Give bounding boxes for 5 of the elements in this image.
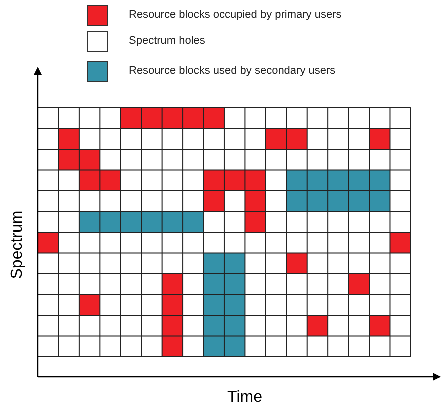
axis-label: Spectrum xyxy=(8,210,27,280)
axis-label: Time xyxy=(228,388,262,407)
legend-label: Resource blocks used by secondary users xyxy=(129,64,336,80)
legend-label: Spectrum holes xyxy=(129,34,206,50)
legend-label: Resource blocks occupied by primary users xyxy=(129,8,342,24)
